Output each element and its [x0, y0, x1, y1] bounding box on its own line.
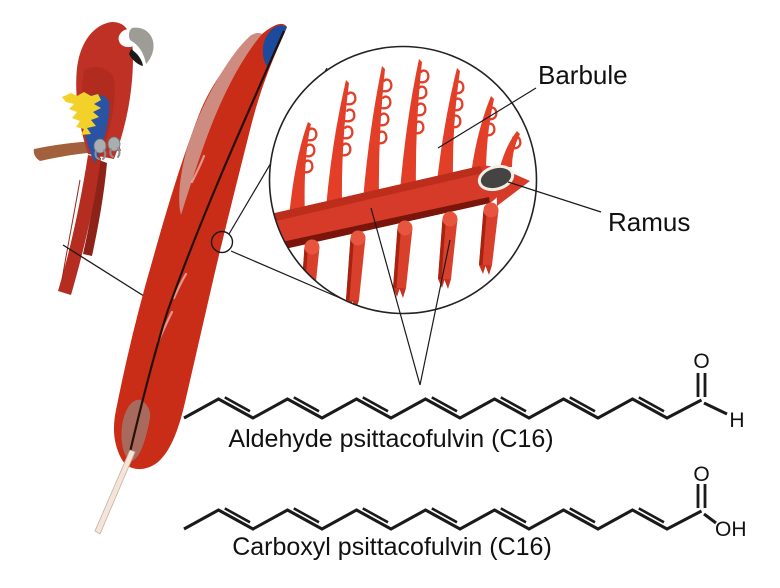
tail-feather-illustration: [94, 23, 287, 535]
barbule-spike: [471, 96, 494, 174]
polyene-chain: [183, 508, 703, 531]
molecule-pointer-line-left: [370, 207, 421, 386]
feather-quill: [94, 449, 136, 535]
inset-circle-outline: [268, 45, 538, 315]
lower-barbule: [479, 202, 499, 275]
aldehyde-psittacofulvin-structure: [183, 373, 728, 420]
barbule-label: Barbule: [538, 60, 628, 90]
feather-sheen: [156, 154, 217, 344]
ramus-top-bevel: [269, 166, 483, 224]
barbules-lower: [300, 202, 499, 314]
ramus-cross-section: [477, 164, 515, 192]
ramus-label: Ramus: [608, 207, 690, 237]
ramus-leader-line: [507, 181, 602, 213]
tail-streak: [61, 179, 81, 281]
barbules-upper: [289, 59, 520, 217]
lower-beak: [129, 49, 143, 66]
upper-beak: [128, 27, 154, 64]
barbule-spike: [363, 66, 385, 200]
lower-barbule: [393, 220, 413, 298]
tail-dark-feather: [83, 160, 107, 256]
barbule-spike: [500, 131, 520, 167]
carbonyl-double-bond: [696, 484, 707, 508]
feather-shaft: [128, 30, 286, 453]
barbule-spike: [289, 122, 311, 217]
polyene-chain: [183, 397, 703, 420]
wing-yellow-patch: [62, 92, 101, 135]
molecule-name-aldehyde: Aldehyde psittacofulvin (C16): [228, 425, 553, 453]
carboxyl-psittacofulvin-structure: [183, 484, 717, 531]
feather-vane: [113, 23, 287, 470]
aldehyde-hydrogen-label: H: [729, 409, 744, 432]
barbule-leader-line: [437, 87, 537, 149]
barbule-spike: [437, 68, 460, 182]
aldehyde-oxygen-label: O: [693, 350, 709, 373]
parrot-to-feather-line: [62, 244, 156, 304]
carboxyl-oh-bond: [703, 512, 717, 525]
feather-pink-streak: [179, 32, 262, 216]
magnifier-source-circle: [210, 230, 234, 254]
scarlet-macaw-illustration: [33, 22, 154, 295]
feet: [93, 136, 121, 160]
double-bond-lines: [224, 396, 665, 413]
ramus-face: [269, 165, 506, 254]
double-bond-lines: [224, 507, 665, 524]
hydroxyl-label: OH: [715, 518, 747, 541]
barbule-spike: [326, 80, 349, 208]
molecule-pointer-line-right: [419, 239, 451, 386]
lower-barbule: [346, 230, 366, 310]
aldehyde-ch-bond: [703, 401, 728, 416]
tail-feather: [58, 155, 101, 295]
barbule-spike: [400, 59, 422, 191]
carbonyl-double-bond: [696, 373, 707, 397]
magnifier-tangent-line-lower: [230, 250, 348, 302]
molecule-name-carboxyl: Carboxyl psittacofulvin (C16): [232, 533, 552, 561]
carboxyl-oxygen-label: O: [693, 463, 709, 486]
